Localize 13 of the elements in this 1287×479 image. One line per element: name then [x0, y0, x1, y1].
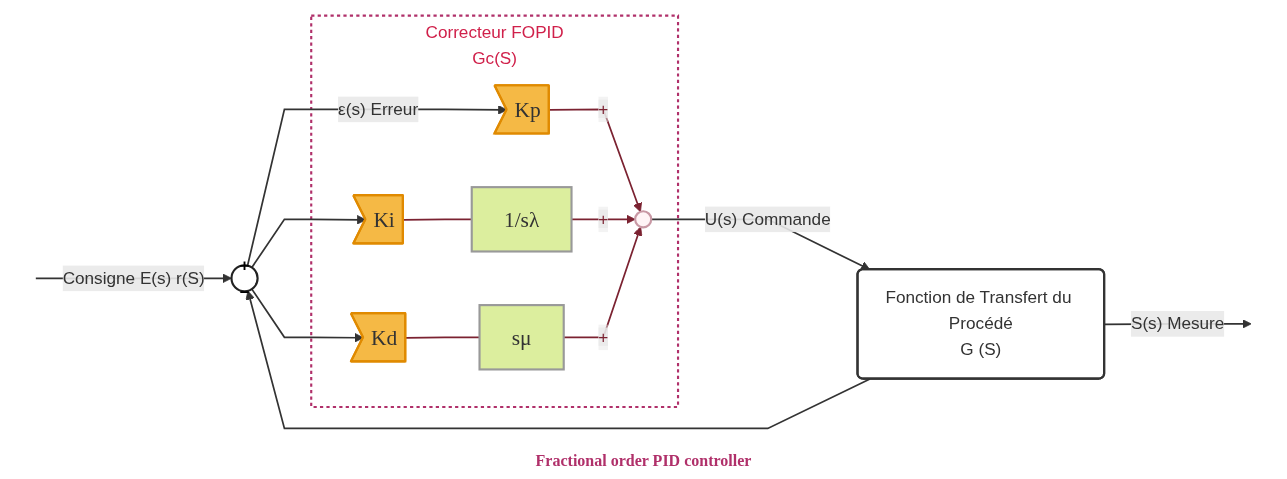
- arrow: [548, 108, 642, 212]
- edge-label: Consigne E(s) r(S): [62, 268, 205, 287]
- arrow: [245, 290, 871, 429]
- edge-label: +: [598, 99, 609, 118]
- edge-label: S(s) Mesure: [1130, 313, 1225, 332]
- edge-label: +: [598, 209, 609, 228]
- node-box: sμ: [478, 303, 565, 370]
- edge-label: +: [598, 327, 609, 346]
- edge-label: U(s) Commande: [704, 209, 831, 228]
- edge-label: ε(s) Erreur: [338, 99, 419, 118]
- node-circle: [634, 209, 653, 228]
- node-box: 1/sλ: [470, 185, 573, 253]
- caption-text: Fractional order PID controller: [535, 452, 752, 470]
